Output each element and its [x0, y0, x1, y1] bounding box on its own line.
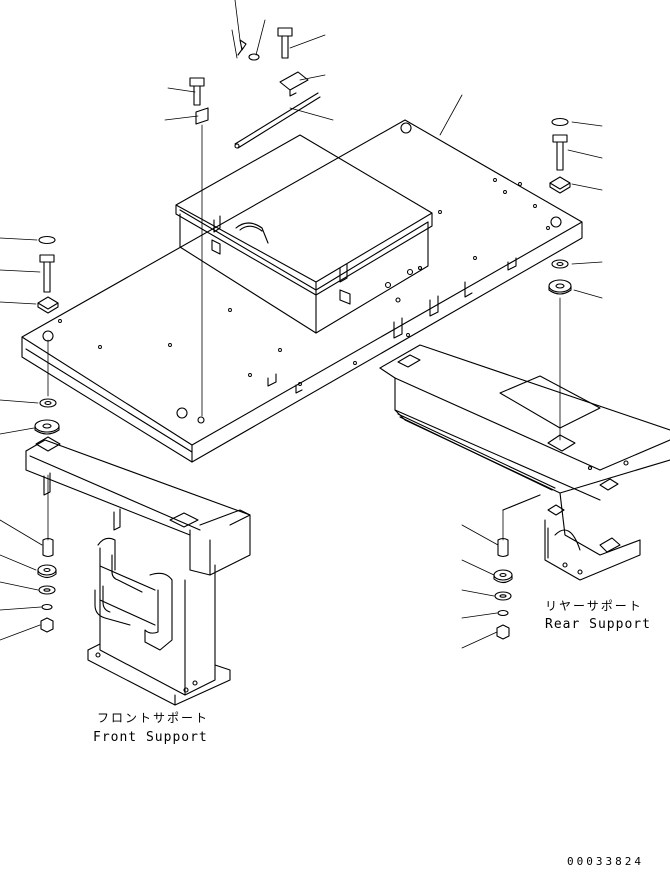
front-support — [25, 436, 251, 706]
front-support-label-en: Front Support — [93, 730, 208, 745]
main-plate — [21, 119, 583, 463]
left-fastener-stack — [34, 235, 60, 633]
rear-support-label-en: Rear Support — [545, 617, 651, 632]
rear-support-label-jp: リヤーサポート — [545, 599, 643, 613]
drawing-code: 00033824 — [567, 855, 644, 868]
right-fastener-stack — [493, 117, 572, 640]
top-fasteners — [189, 27, 321, 417]
leader-lines — [0, 0, 603, 649]
rear-frame — [379, 344, 670, 581]
front-support-label-jp: フロントサポート — [97, 711, 209, 725]
tool-box — [175, 134, 433, 334]
